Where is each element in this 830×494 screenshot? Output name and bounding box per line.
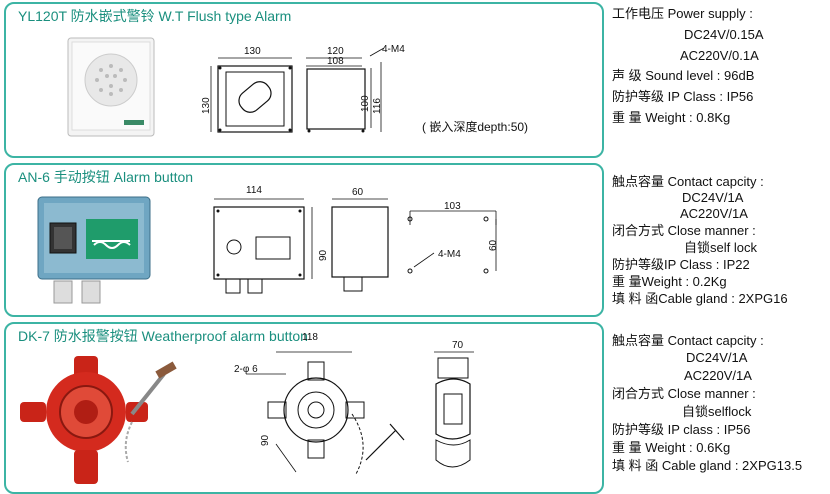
spec-line: DC24V/1A	[686, 350, 748, 365]
panel-alarm-button: AN-6 手动按钮 Alarm button 114 90 60	[4, 163, 604, 317]
panel-flush-alarm: YL120T 防水嵌式警铃 W.T Flush type Alarm 130 1…	[4, 2, 604, 158]
dim-front-height: 130	[201, 97, 212, 114]
dim-front-width: 114	[246, 185, 262, 196]
dim-diagonal: 90	[260, 434, 271, 446]
spec-line: 防护等级 IP class : IP56	[612, 422, 751, 437]
dim-holes: 4-M4	[382, 44, 405, 55]
spec-line: AC220V/0.1A	[680, 48, 759, 63]
alarm-button-side-drawing	[331, 198, 389, 292]
dim-side-width: 60	[352, 187, 364, 198]
dim-side-outer-height: 116	[372, 98, 383, 114]
alarm-button-front-drawing	[213, 198, 313, 294]
spec-line: 填 料 函 Cable gland : 2XPG13.5	[612, 458, 803, 473]
alarm-button-hole-pattern	[407, 210, 497, 274]
dim-hole-span: 103	[444, 201, 461, 212]
dim-front-width: 130	[244, 46, 261, 57]
spec-line: 重 量 Weight : 0.8Kg	[612, 110, 731, 125]
spec-line: 触点容量 Contact capcity :	[612, 333, 764, 348]
flush-alarm-photo	[67, 37, 155, 137]
spec-line: 闭合方式 Close manner :	[612, 386, 756, 401]
dim-side-inner-width: 108	[327, 56, 344, 67]
dim-mount-hole: 2-φ 6	[234, 364, 258, 375]
depth-note: ( 嵌入深度depth:50)	[422, 120, 529, 134]
weatherproof-front-drawing	[246, 351, 405, 475]
spec-line: 防护等级 IP Class : IP56	[612, 89, 754, 104]
flush-alarm-side-drawing	[306, 68, 366, 133]
spec-line: 闭合方式 Close manner :	[612, 223, 756, 238]
spec-line: AC220V/1A	[684, 368, 752, 383]
spec-line: 填 料 函Cable gland : 2XPG16	[612, 291, 788, 306]
panel-title: AN-6 手动按钮 Alarm button	[18, 169, 194, 185]
spec-line: AC220V/1A	[680, 206, 748, 221]
flush-alarm-front-drawing	[217, 65, 293, 133]
spec-line: 声 级 Sound level : 96dB	[612, 68, 755, 83]
panel-title: YL120T 防水嵌式警铃 W.T Flush type Alarm	[18, 8, 292, 24]
weatherproof-side-drawing	[434, 351, 474, 468]
spec-line: 自锁selflock	[682, 404, 752, 419]
spec-line: DC24V/0.15A	[684, 27, 764, 42]
panel-title: DK-7 防水报警按钮 Weatherproof alarm button	[18, 328, 308, 344]
flush-front-dimlines	[210, 47, 385, 132]
dim-side-inner-height: 100	[360, 95, 371, 112]
dim-holes: 4-M4	[438, 249, 461, 260]
panel-weatherproof-button: DK-7 防水报警按钮 Weatherproof alarm button 11…	[4, 322, 604, 494]
dim-side-outer-width: 120	[327, 46, 344, 57]
spec-line: 重 量Weight : 0.2Kg	[612, 274, 727, 289]
weatherproof-button-photo	[20, 356, 177, 484]
spec-line: 工作电压 Power supply :	[612, 6, 753, 21]
spec-line: 重 量 Weight : 0.6Kg	[612, 440, 731, 455]
spec-line: 自锁self lock	[684, 240, 757, 255]
spec-line: 触点容量 Contact capcity :	[612, 174, 764, 189]
spec-line: 防护等级IP Class : IP22	[612, 257, 750, 272]
dim-side-width: 70	[452, 340, 464, 351]
dim-front-width: 118	[302, 332, 318, 343]
alarm-button-photo	[37, 196, 151, 304]
spec-line: DC24V/1A	[682, 190, 744, 205]
dim-hole-height: 60	[488, 239, 499, 251]
